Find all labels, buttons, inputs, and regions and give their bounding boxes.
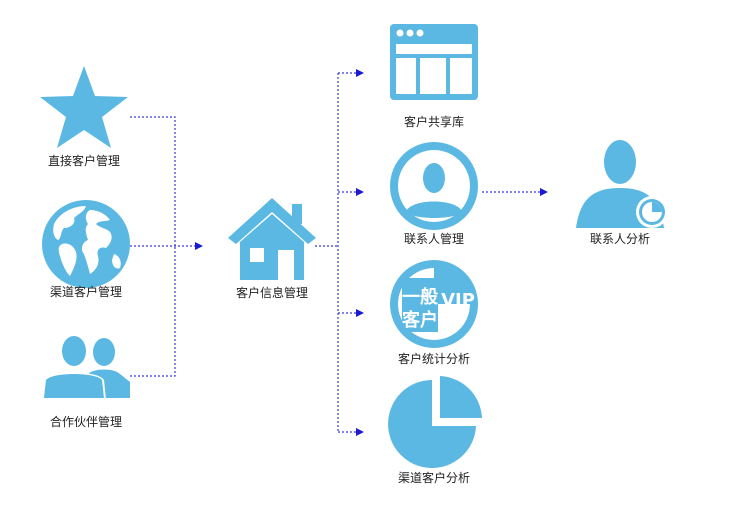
vip-badge-icon: 一般 客户 VIP <box>390 260 478 348</box>
connector-direct <box>130 116 176 247</box>
node-label-partner: 合作伙伴管理 <box>49 415 123 429</box>
node-label-channel-analysis: 渠道客户分析 <box>397 471 471 485</box>
house-icon <box>228 198 316 280</box>
person-circle-icon <box>390 142 478 230</box>
two-people-icon <box>42 334 130 400</box>
connector-partner <box>130 246 176 377</box>
badge-line-1: 一般 <box>402 286 438 308</box>
person-chart-icon <box>576 140 668 228</box>
globe-icon <box>42 200 130 288</box>
star-icon <box>40 66 128 148</box>
node-label-direct: 直接客户管理 <box>47 154 121 168</box>
pie-chart-icon <box>388 376 482 468</box>
arrow-into-center <box>195 242 203 250</box>
arrow-contact <box>356 188 364 196</box>
node-label-stats: 客户统计分析 <box>397 352 471 366</box>
badge-line-2: 客户 <box>402 309 438 331</box>
node-label-channel: 渠道客户管理 <box>49 285 123 299</box>
badge-vip: VIP <box>441 290 475 311</box>
browser-window-icon <box>390 24 478 100</box>
arrow-stats <box>356 309 364 317</box>
node-label-center: 客户信息管理 <box>235 286 309 300</box>
arrow-channel-analysis <box>356 428 364 436</box>
node-label-pool: 客户共享库 <box>403 115 465 129</box>
arrow-contact-analysis <box>540 188 548 196</box>
node-label-contact: 联系人管理 <box>403 232 465 246</box>
node-label-contact-analysis: 联系人分析 <box>589 232 651 246</box>
arrow-pool <box>356 69 364 77</box>
